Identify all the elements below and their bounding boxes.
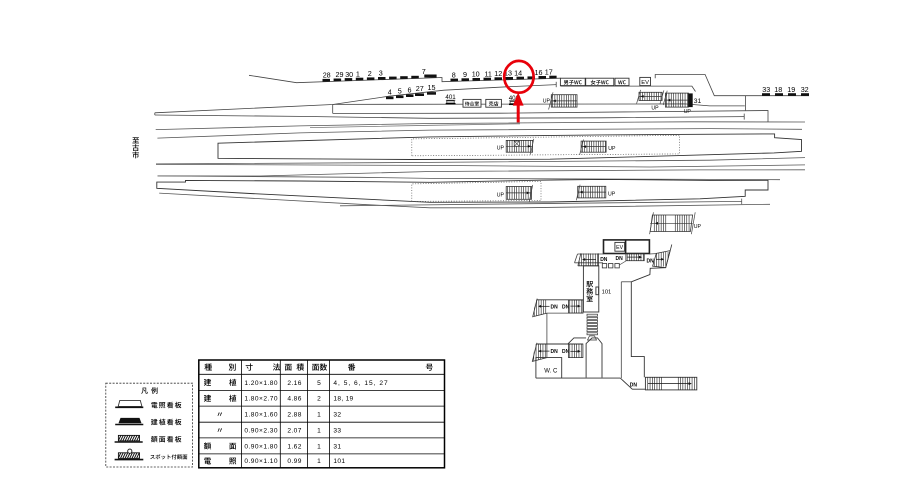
svg-text:402: 402 <box>509 95 520 102</box>
svg-text:1.80×2.70: 1.80×2.70 <box>244 396 278 403</box>
svg-text:DN: DN <box>551 349 559 355</box>
svg-text:UP: UP <box>608 146 616 152</box>
svg-text:6: 6 <box>408 85 412 94</box>
svg-text:1: 1 <box>317 458 321 465</box>
svg-text:1.62: 1.62 <box>287 443 301 450</box>
svg-text:12: 12 <box>494 69 502 78</box>
svg-text:UP: UP <box>684 109 692 115</box>
svg-text:33: 33 <box>762 85 770 94</box>
svg-text:18, 19: 18, 19 <box>333 396 353 403</box>
svg-text:18: 18 <box>774 85 782 94</box>
svg-text:31: 31 <box>333 443 341 450</box>
svg-text:19: 19 <box>787 85 795 94</box>
svg-text:DN: DN <box>616 256 624 262</box>
svg-text:DN: DN <box>562 349 570 355</box>
svg-text:401: 401 <box>445 94 456 101</box>
svg-text:30: 30 <box>345 70 353 79</box>
svg-text:27: 27 <box>416 84 424 93</box>
svg-text:EV: EV <box>641 80 649 86</box>
svg-text:2.07: 2.07 <box>287 427 301 434</box>
svg-text:32: 32 <box>333 412 341 419</box>
svg-text:1.20×1.80: 1.20×1.80 <box>244 380 278 387</box>
svg-text:17: 17 <box>545 68 553 77</box>
svg-text:0.90×1.80: 0.90×1.80 <box>244 443 278 450</box>
svg-text:2: 2 <box>368 69 372 78</box>
svg-text:5: 5 <box>398 86 402 95</box>
svg-text:5: 5 <box>317 380 321 387</box>
svg-text:3: 3 <box>379 69 383 78</box>
svg-text:14: 14 <box>514 69 522 78</box>
svg-text:1.80×1.60: 1.80×1.60 <box>244 412 278 419</box>
svg-text:W. C: W. C <box>544 369 558 375</box>
svg-text:11: 11 <box>484 69 491 78</box>
svg-text:2.88: 2.88 <box>287 412 301 419</box>
svg-text:1: 1 <box>317 427 321 434</box>
svg-text:UP: UP <box>497 146 505 152</box>
svg-text:1: 1 <box>356 70 360 79</box>
svg-text:DN: DN <box>600 257 608 263</box>
svg-text:28: 28 <box>323 71 331 80</box>
svg-text:1: 1 <box>317 443 321 450</box>
svg-text:0.90×1.10: 0.90×1.10 <box>244 458 278 465</box>
svg-text:32: 32 <box>801 85 809 94</box>
svg-text:7: 7 <box>422 67 426 76</box>
svg-text:DN: DN <box>630 382 638 388</box>
svg-text:15: 15 <box>428 83 436 92</box>
svg-text:4, 5, 6, 15, 27: 4, 5, 6, 15, 27 <box>333 380 388 387</box>
svg-text:UP: UP <box>543 98 551 104</box>
svg-text:13: 13 <box>504 69 512 78</box>
svg-text:DN: DN <box>551 304 559 310</box>
svg-text:0.90×2.30: 0.90×2.30 <box>244 427 278 434</box>
svg-text:4: 4 <box>388 88 392 97</box>
svg-text:2: 2 <box>317 396 321 403</box>
svg-text:9: 9 <box>463 70 467 79</box>
svg-text:4.86: 4.86 <box>287 396 301 403</box>
svg-text:29: 29 <box>336 70 344 79</box>
svg-text:DN: DN <box>647 258 655 264</box>
svg-text:UP: UP <box>651 106 659 112</box>
svg-text:33: 33 <box>333 427 341 434</box>
svg-text:1: 1 <box>317 412 321 419</box>
svg-text:101: 101 <box>602 289 612 295</box>
svg-text:16: 16 <box>535 68 543 77</box>
svg-text:8: 8 <box>452 70 456 79</box>
svg-text:10: 10 <box>472 70 480 79</box>
svg-text:EV: EV <box>616 245 623 251</box>
svg-text:31: 31 <box>694 98 702 105</box>
svg-text:0.99: 0.99 <box>287 458 301 465</box>
svg-text:DN: DN <box>562 304 570 310</box>
svg-text:2.16: 2.16 <box>287 380 301 387</box>
svg-text:UP: UP <box>694 224 702 230</box>
svg-text:101: 101 <box>333 458 345 465</box>
svg-text:UP: UP <box>497 192 505 198</box>
svg-text:UP: UP <box>608 192 616 198</box>
